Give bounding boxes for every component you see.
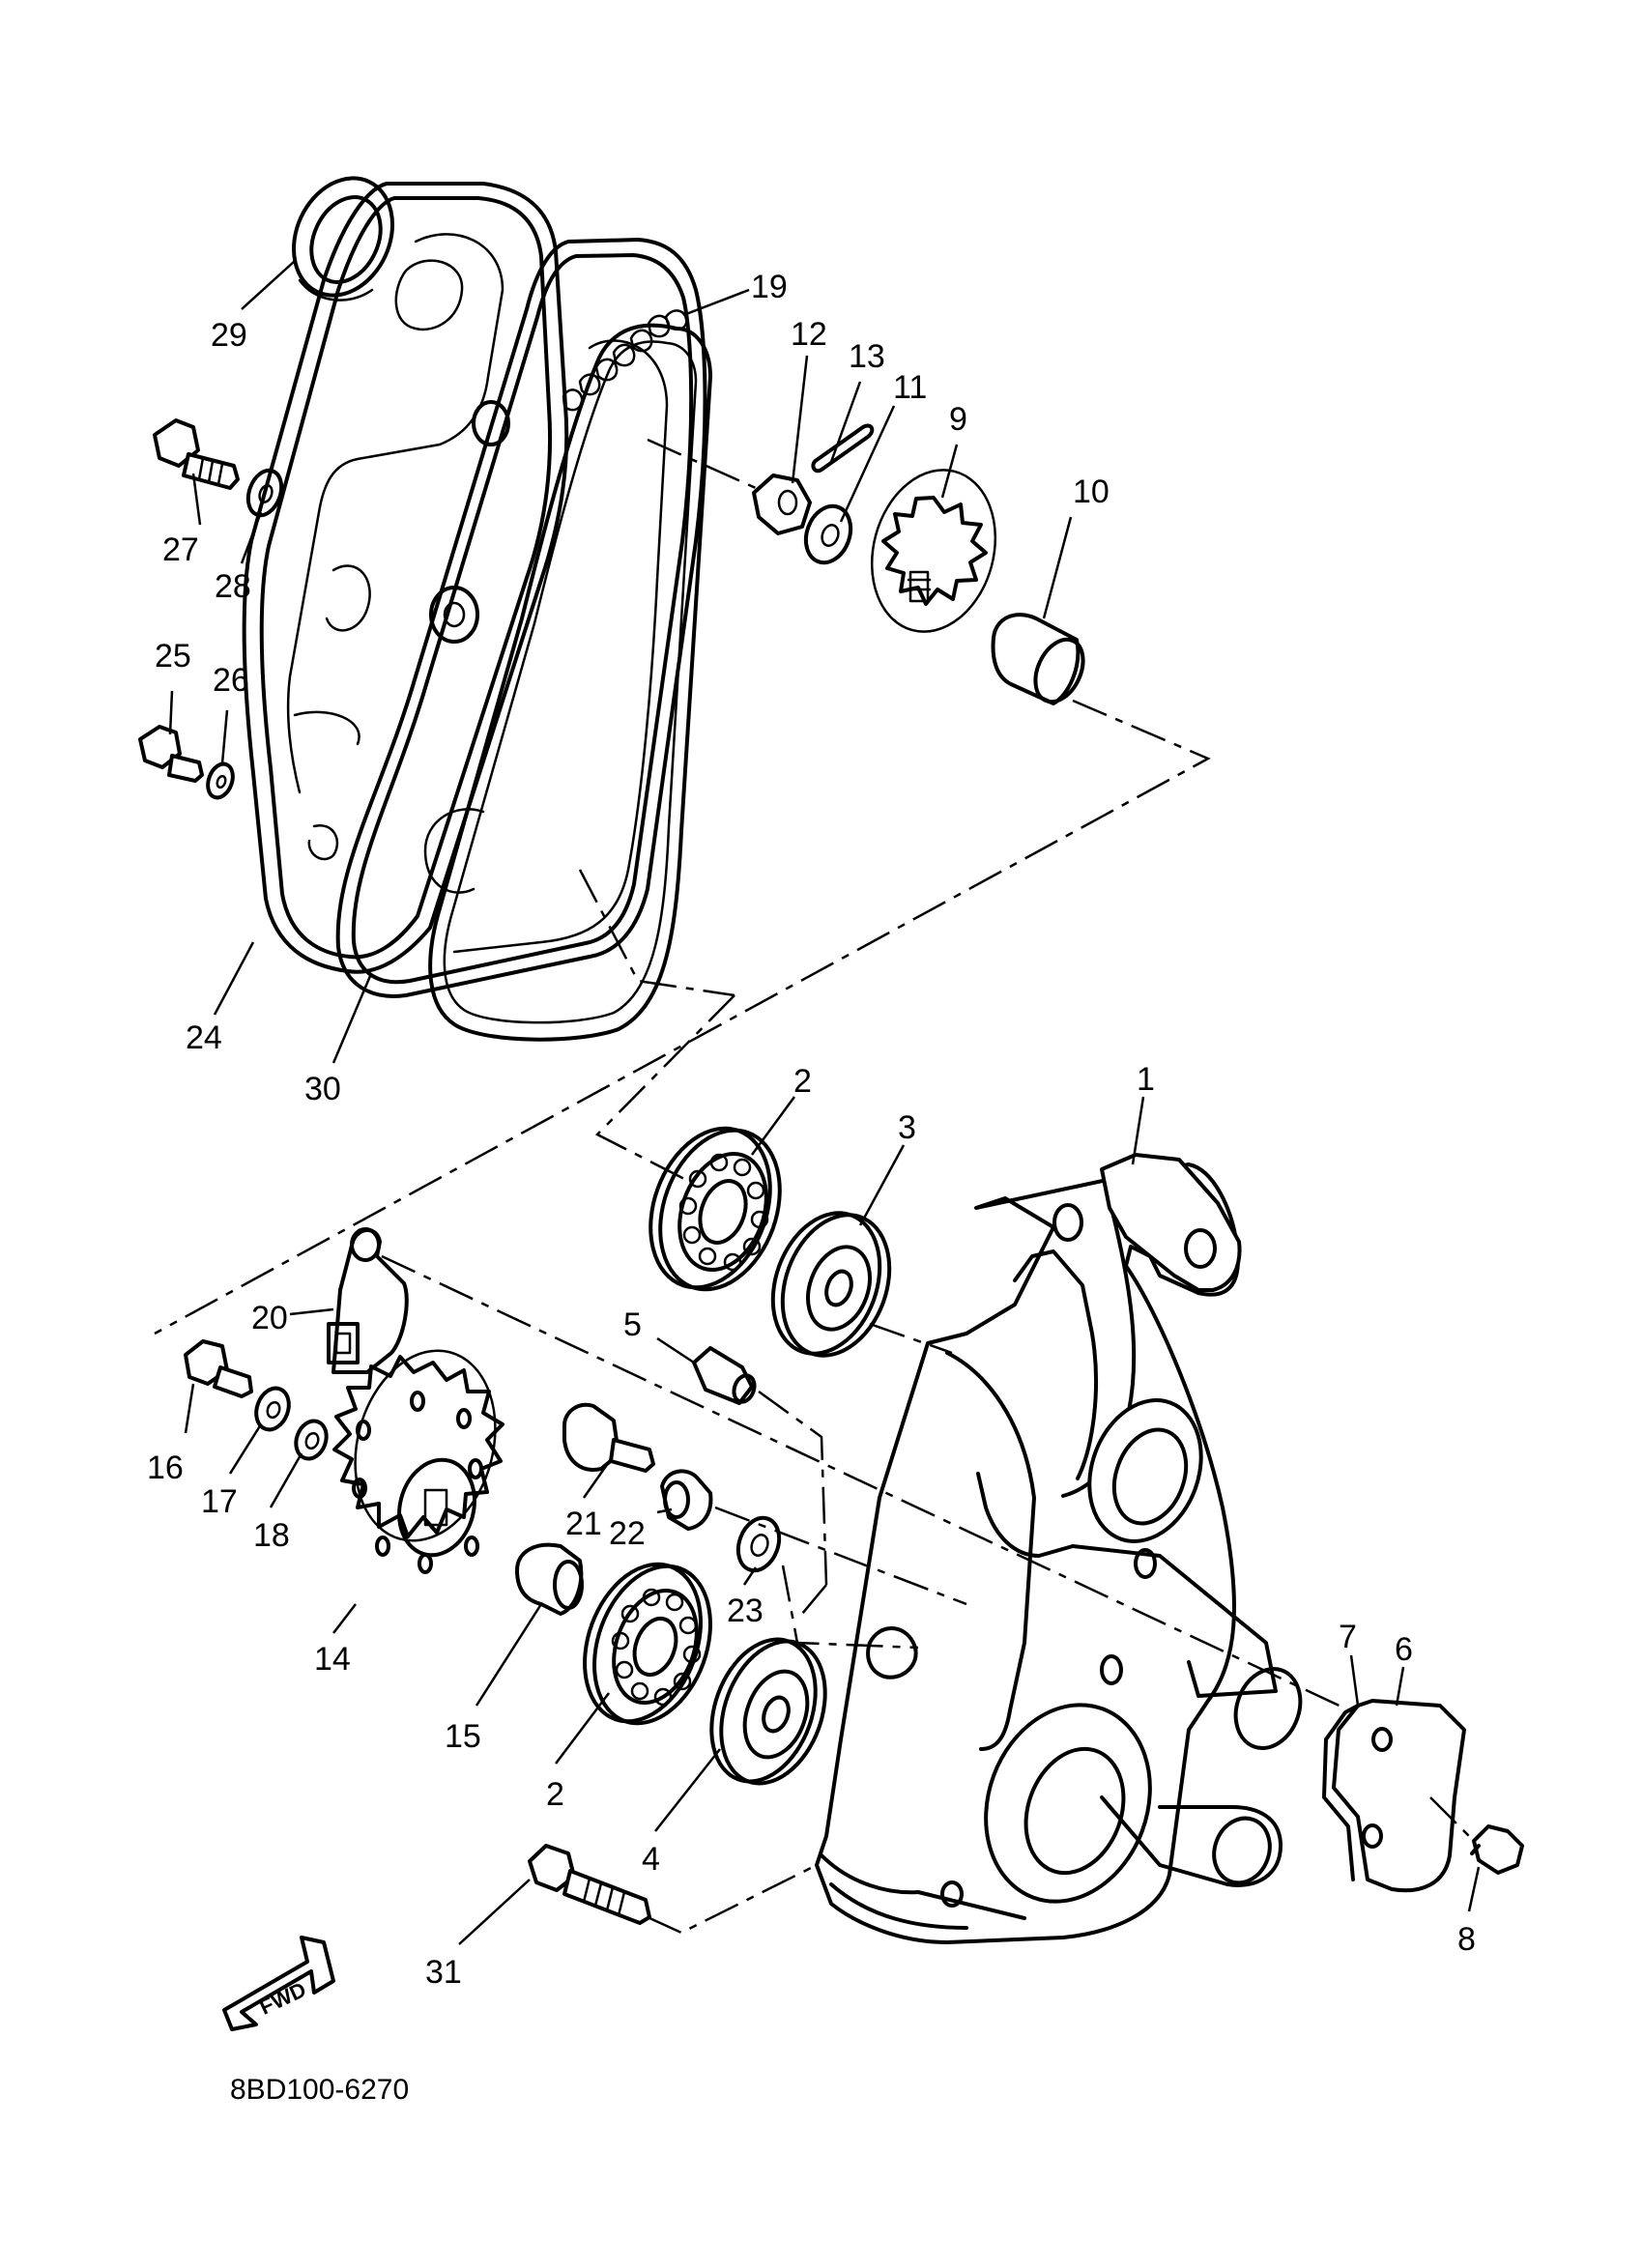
bolt-16 xyxy=(184,1339,253,1398)
bearing-2-lower xyxy=(583,1562,712,1726)
callout-30: 30 xyxy=(304,1071,341,1107)
sprocket-14 xyxy=(332,1349,504,1574)
washer-26 xyxy=(206,761,235,800)
leader-lines xyxy=(168,260,1481,1945)
callout-26: 26 xyxy=(213,662,249,699)
callout-31: 31 xyxy=(425,1954,462,1991)
callout-24: 24 xyxy=(186,1019,222,1056)
callout-18: 18 xyxy=(253,1517,290,1554)
washer-11 xyxy=(803,503,853,565)
seal-3 xyxy=(770,1211,892,1358)
fitting-5 xyxy=(692,1346,757,1405)
callout-25: 25 xyxy=(155,638,191,675)
callout-21: 21 xyxy=(565,1506,602,1542)
chain-case-housing xyxy=(815,1163,1303,1944)
callout-15: 15 xyxy=(445,1718,481,1755)
callout-14: 14 xyxy=(314,1641,351,1678)
collar-10 xyxy=(991,613,1085,705)
callout-6: 6 xyxy=(1395,1631,1413,1668)
forward-direction-arrow: FWD xyxy=(222,1936,335,2031)
callout-8: 8 xyxy=(1457,1921,1476,1958)
callout-28: 28 xyxy=(215,568,251,605)
bolt-27 xyxy=(153,418,240,490)
callout-27: 27 xyxy=(162,531,199,568)
bolt-21 xyxy=(562,1402,655,1473)
diagram-reference-code: 8BD100-6270 xyxy=(230,2074,409,2106)
bolt-8 xyxy=(1470,1824,1524,1875)
nut-12 xyxy=(752,474,812,535)
cotter-pin-13 xyxy=(811,423,875,474)
callout-10: 10 xyxy=(1073,474,1110,510)
callout-13: 13 xyxy=(849,338,885,375)
callout-7: 7 xyxy=(1339,1619,1357,1655)
callout-2-lower: 2 xyxy=(546,1776,564,1813)
callout-1: 1 xyxy=(1137,1061,1155,1098)
callout-12: 12 xyxy=(791,316,827,353)
oil-seal-29 xyxy=(291,176,395,301)
callout-29: 29 xyxy=(211,317,247,354)
callout-17: 17 xyxy=(201,1483,238,1520)
washer-28 xyxy=(245,468,284,518)
callout-9: 9 xyxy=(949,401,967,438)
callout-11: 11 xyxy=(893,369,927,406)
washer-23 xyxy=(735,1515,782,1573)
callout-2: 2 xyxy=(793,1063,812,1100)
callout-labels: 1 2 3 5 20 16 17 18 21 22 23 14 15 2 4 3… xyxy=(147,269,1476,1991)
callout-3: 3 xyxy=(898,1109,916,1146)
master-link-chain xyxy=(562,309,688,412)
callout-20: 20 xyxy=(251,1300,288,1336)
bracket-1 xyxy=(1100,1153,1242,1292)
bearing-2-upper xyxy=(649,1126,782,1292)
sprocket-9 xyxy=(870,469,997,633)
plate-6 xyxy=(1322,1699,1466,1893)
bolt-25 xyxy=(138,725,204,783)
seal-4 xyxy=(709,1637,827,1786)
callout-23: 23 xyxy=(727,1593,764,1629)
assembly-lines xyxy=(154,438,1475,1935)
chain-case-cover xyxy=(242,182,712,1042)
bolt-31 xyxy=(528,1844,651,1925)
callout-5: 5 xyxy=(623,1306,642,1343)
washer-18 xyxy=(294,1419,329,1461)
callout-22: 22 xyxy=(609,1515,646,1552)
callout-19: 19 xyxy=(751,269,788,305)
callout-4: 4 xyxy=(642,1841,660,1878)
callout-16: 16 xyxy=(147,1450,184,1486)
collar-22 xyxy=(660,1469,713,1531)
tensioner-20 xyxy=(327,1227,409,1374)
washer-17 xyxy=(254,1386,291,1432)
collar-15 xyxy=(515,1542,584,1616)
